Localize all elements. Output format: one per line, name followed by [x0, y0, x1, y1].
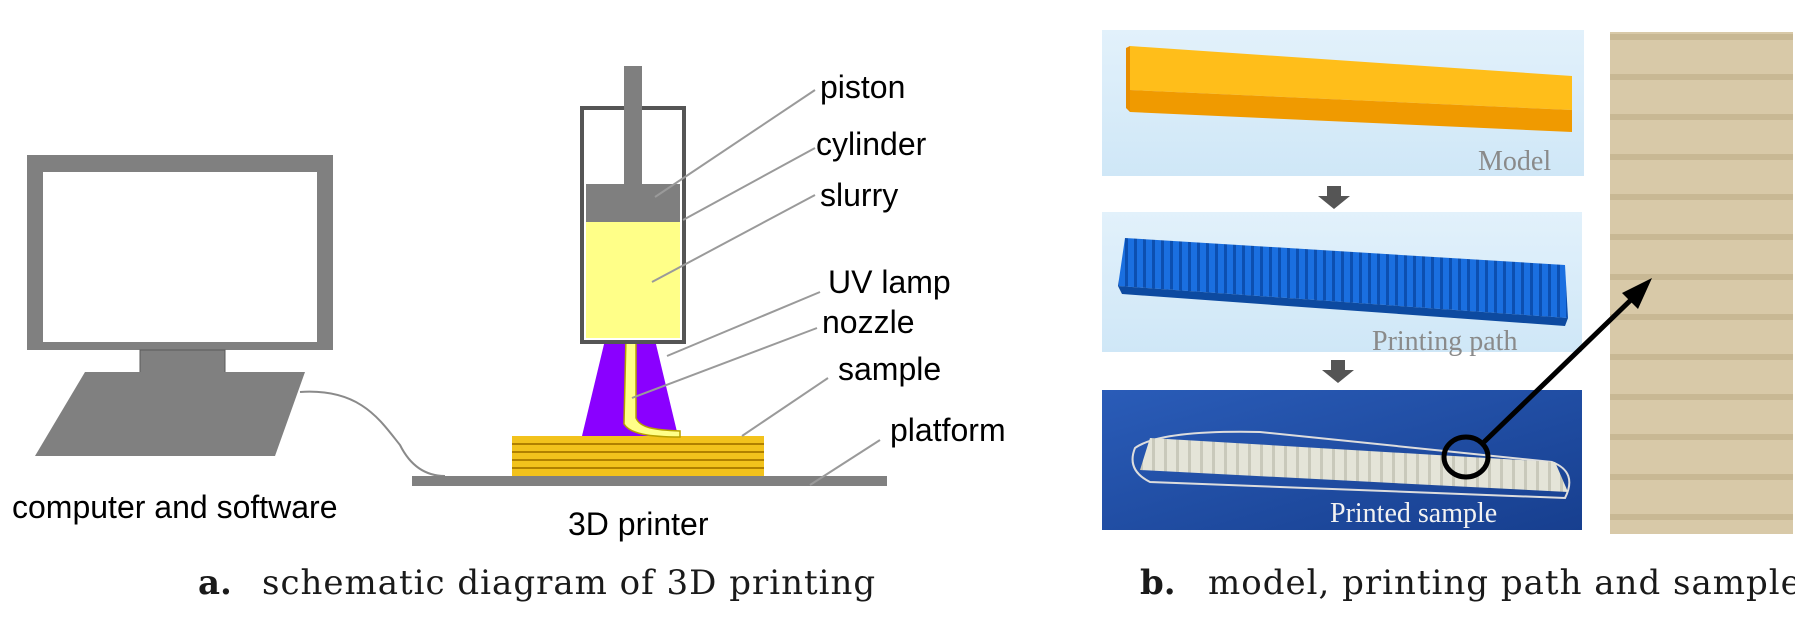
nozzle [623, 335, 681, 438]
down-arrow-2 [1322, 360, 1354, 383]
label-3d-printer: 3D printer [568, 506, 709, 542]
caption-a-letter: a. [198, 563, 232, 603]
caption-a-text: schematic diagram of 3D printing [262, 563, 876, 603]
computer-cable [299, 390, 446, 477]
highlight-circle [1441, 434, 1491, 480]
stage-label-model: Model [1478, 146, 1551, 177]
surface-photo [1610, 32, 1793, 534]
sample-layers [512, 436, 764, 476]
label-piston: piston [820, 69, 905, 105]
label-nozzle: nozzle [822, 304, 915, 340]
down-arrow-1 [1318, 186, 1350, 209]
label-computer: computer and software [12, 489, 338, 525]
platform [412, 476, 887, 486]
panel-b: Model Printing path Printed sample [1102, 30, 1795, 603]
label-sample: sample [838, 351, 941, 387]
printing-path-image: Printing path [1102, 212, 1582, 357]
slurry [586, 221, 680, 338]
panel-a: piston cylinder slurry UV lamp nozzle sa… [12, 66, 1006, 603]
computer-monitor [27, 155, 333, 456]
zoom-arrow [1482, 278, 1652, 444]
caption-b-letter: b. [1140, 563, 1176, 603]
caption-b-text: model, printing path and sample [1208, 563, 1795, 603]
stage-label-printing-path: Printing path [1372, 326, 1517, 357]
model-image: Model [1102, 30, 1584, 177]
label-platform: platform [890, 412, 1006, 448]
leader-lines [631, 89, 881, 486]
stage-label-printed-sample: Printed sample [1330, 498, 1497, 529]
printed-sample-image: Printed sample [1102, 390, 1582, 530]
label-uv-lamp: UV lamp [828, 264, 951, 300]
label-cylinder: cylinder [816, 126, 927, 162]
label-slurry: slurry [820, 177, 898, 213]
